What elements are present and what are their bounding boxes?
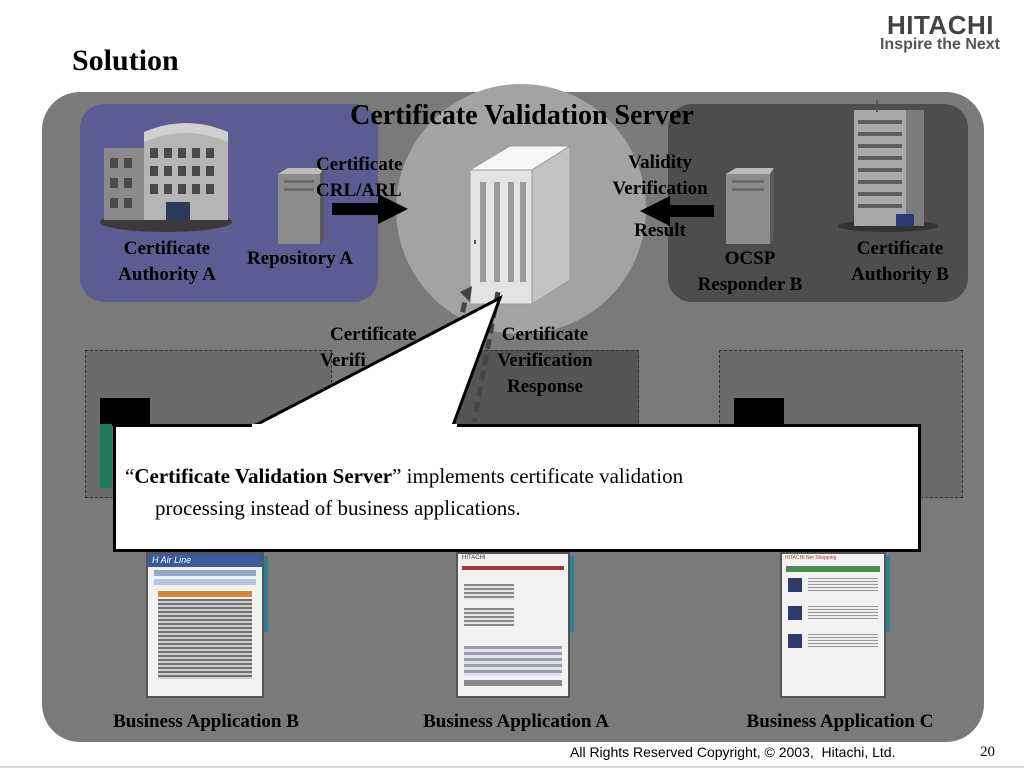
app-c-screen: HITACHI Net Shopping: [780, 552, 886, 698]
ca-a-label: Certificate Authority A: [118, 238, 216, 285]
crl-arrow-icon: [332, 194, 408, 224]
app-b-screen-edge: [262, 556, 268, 632]
app-a-label: Business Application A: [423, 711, 609, 732]
page-number: 20: [980, 744, 995, 760]
building-b-icon: [838, 100, 938, 232]
footer-band: [0, 766, 1024, 768]
app-c-label: Business Application C: [746, 711, 934, 732]
app-b-screen: H Air Line: [146, 552, 264, 698]
ocsp-b-label: OCSP Responder B: [697, 248, 803, 295]
app-c-module: [734, 398, 784, 426]
app-b-label: Business Application B: [113, 711, 299, 732]
app-b-module-accent: [100, 424, 112, 488]
building-a-icon: [100, 123, 232, 232]
app-a-screen-edge: [568, 556, 574, 632]
app-a-screen: HITACHI: [456, 552, 570, 698]
copyright-notice: All Rights Reserved Copyright, © 2003, H…: [570, 744, 896, 760]
ocsp-server-icon: [726, 168, 774, 244]
server-title: Certificate Validation Server: [350, 100, 694, 131]
app-c-screen-header: HITACHI Net Shopping: [785, 555, 837, 561]
validity-arrow-icon: [640, 196, 714, 226]
app-b-screen-header: H Air Line: [148, 554, 262, 567]
request-label: Certificate Verifi: [320, 324, 417, 371]
slide-title: Solution: [72, 44, 179, 77]
ca-b-label: Certificate Authority B: [851, 238, 949, 285]
callout-text: “Certificate Validation Server” implemen…: [125, 464, 684, 520]
validity-result-label: Result: [634, 220, 686, 241]
hitachi-logo: HITACHI: [886, 10, 994, 40]
callout-box: [113, 424, 921, 552]
repository-server-icon: [278, 168, 324, 244]
app-c-screen-edge: [884, 556, 890, 632]
validation-server-icon: [468, 145, 572, 305]
app-a-screen-header: HITACHI: [462, 555, 486, 561]
callout-joint: [252, 424, 457, 428]
callout-pointer: [249, 294, 503, 430]
validity-label: Validity Verification: [612, 152, 708, 199]
app-b-module: [100, 398, 150, 426]
repository-a-label: Repository A: [246, 248, 354, 269]
logo-tagline: Inspire the Next: [879, 36, 1000, 53]
response-label: Certificate Verification Response: [497, 324, 593, 397]
